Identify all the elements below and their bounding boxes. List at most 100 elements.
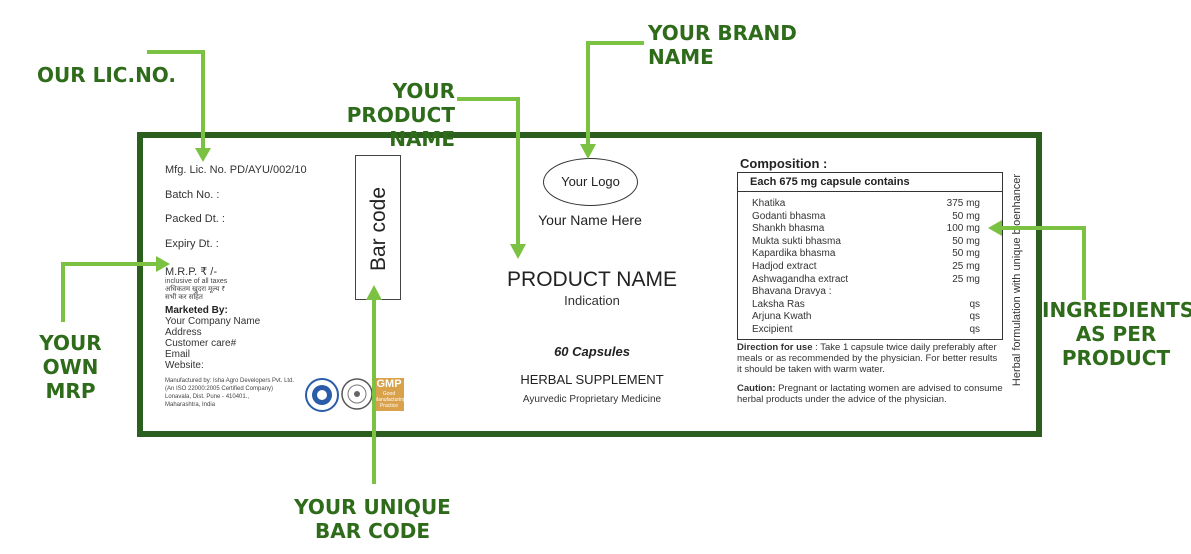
product-callout: YOUR PRODUCT NAME	[292, 79, 455, 151]
product-callout-line1: YOUR PRODUCT	[346, 79, 455, 127]
ingredient-qty: 100 mg	[946, 223, 980, 235]
mrp-note-line2: अधिकतम खुदरा मूल्य ₹	[165, 286, 226, 293]
brand-callout-line2: NAME	[648, 45, 714, 69]
product-arrow-line	[457, 97, 520, 246]
ingredient-row: Laksha Ras qs	[752, 299, 992, 312]
brand-callout-line1: YOUR BRAND	[648, 21, 797, 45]
manufacturer-line3: Lonavala, Dist. Pune - 410401.,	[165, 394, 250, 400]
brand-arrow-line	[586, 41, 644, 146]
ingredient-name: Mukta sukti bhasma	[752, 235, 841, 247]
ingredient-qty: 25 mg	[952, 273, 980, 285]
ingredient-qty: 25 mg	[952, 260, 980, 272]
ingredient-name: Shankh bhasma	[752, 223, 825, 235]
ingredient-row: Kapardika bhasma 50 mg	[752, 248, 992, 261]
ingredients-callout-line1: INGREDIENTS	[1042, 298, 1191, 322]
indication-text: Indication	[564, 293, 620, 308]
mrp-note-line3: सभी कर सहित	[165, 294, 203, 301]
mrp-note-line1: inclusive of all taxes	[165, 278, 228, 285]
gmp-badge-subtitle: Good Manufacturing Practice	[374, 391, 406, 409]
expiry-text: Expiry Dt. :	[165, 238, 219, 250]
ingredient-row: Ashwagandha extract 25 mg	[752, 274, 992, 287]
proprietary-text: Ayurvedic Proprietary Medicine	[522, 394, 662, 405]
mrp-callout-line2: MRP	[45, 379, 96, 403]
ingredient-name: Khatika	[752, 198, 786, 209]
product-name-text: PRODUCT NAME	[507, 268, 677, 291]
company-name: Your Company Name	[165, 316, 261, 327]
ingredient-row: Khatika 375 mg	[752, 198, 992, 211]
ingredients-callout-line3: PRODUCT	[1061, 346, 1171, 370]
ingredient-qty: 50 mg	[952, 235, 980, 247]
gmp-badge-title: GMP	[376, 378, 402, 390]
certification-seal-icon	[341, 378, 373, 410]
composition-table: Each 675 mg capsule contains Khatika 375 …	[737, 172, 1003, 340]
ingredient-qty: qs	[969, 323, 980, 335]
ingredient-name: Godanti bhasma	[752, 210, 826, 222]
ingredient-name: Arjuna Kwath	[752, 311, 812, 323]
ingredients-arrow-head	[988, 220, 1002, 236]
ingredient-row: Godanti bhasma 50 mg	[752, 211, 992, 224]
manufacturer-line4: Maharashtra, India	[165, 402, 216, 408]
barcode-arrow-head	[366, 285, 382, 300]
direction-block: Direction for use : Take 1 capsule twice…	[737, 342, 1007, 375]
supplement-text: HERBAL SUPPLEMENT	[520, 372, 664, 387]
lic-arrow-line	[147, 50, 205, 148]
brand-name-text: Your Name Here	[538, 212, 642, 228]
batch-text: Batch No. :	[165, 189, 220, 201]
company-email: Email	[165, 349, 191, 360]
ingredient-qty: 375 mg	[946, 198, 980, 209]
direction-text-1: : Take 1 capsule twice daily preferably …	[812, 342, 997, 353]
lic-callout: OUR LIC.NO.	[37, 63, 176, 87]
brand-arrow-head	[580, 144, 596, 159]
company-address: Address	[165, 327, 202, 338]
direction-label: Direction for use	[737, 342, 813, 353]
product-arrow-head	[510, 244, 526, 259]
mrp-callout-line1: YOUR OWN	[39, 331, 102, 379]
manufacturer-block: Manufactured by: Isha Agro Developers Pv…	[165, 377, 294, 409]
mrp-arrow-line	[61, 262, 158, 322]
capsules-text: 60 Capsules	[554, 344, 630, 359]
caution-block: Caution: Pregnant or lactating women are…	[737, 383, 1007, 405]
ingredient-name: Kapardika bhasma	[752, 248, 836, 260]
composition-title: Composition :	[740, 156, 828, 171]
ingredients-callout: INGREDIENTS AS PER PRODUCT	[1042, 298, 1191, 370]
ingredients-arrow-line	[1000, 226, 1086, 300]
direction-text-2: meals or as recommended by the physician…	[737, 353, 998, 364]
barcode-callout: YOUR UNIQUE BAR CODE	[290, 495, 455, 543]
caution-text-2: herbal products under the advice of the …	[737, 394, 947, 405]
barcode-callout-line1: YOUR UNIQUE	[294, 495, 451, 519]
caution-text-1: Pregnant or lactating women are advised …	[775, 383, 1003, 394]
product-callout-line2: NAME	[389, 127, 455, 151]
ingredient-name: Excipient	[752, 323, 793, 335]
company-block: Your Company Name Address Customer care#…	[165, 316, 260, 371]
ingredients-callout-line2: AS PER	[1075, 322, 1157, 346]
ingredient-qty: 50 mg	[952, 210, 980, 222]
ingredient-row: Shankh bhasma 100 mg	[752, 223, 992, 236]
mrp-callout: YOUR OWN MRP	[8, 331, 133, 403]
ingredient-qty: 50 mg	[952, 248, 980, 260]
packed-text: Packed Dt. :	[165, 213, 225, 225]
mrp-note: inclusive of all taxes अधिकतम खुदरा मूल्…	[165, 278, 227, 302]
ingredient-qty: qs	[969, 298, 980, 310]
mrp-text: M.R.P. ₹ /-	[165, 266, 218, 278]
ingredient-row: Excipient qs	[752, 324, 992, 337]
composition-header: Each 675 mg capsule contains	[738, 173, 1002, 192]
lic-arrow-head	[195, 148, 211, 162]
ingredient-name: Laksha Ras	[752, 298, 805, 310]
company-customer-care: Customer care#	[165, 338, 237, 349]
ingredient-name: Ashwagandha extract	[752, 273, 849, 285]
ingredient-name: Bhavana Dravya :	[752, 286, 832, 298]
mrp-arrow-head	[156, 256, 170, 272]
manufacturer-line2: (An ISO 22000:2005 Certified Company)	[165, 386, 274, 392]
gmp-badge: GMP Good Manufacturing Practice	[374, 378, 406, 411]
marketed-by-heading: Marketed By:	[165, 305, 228, 316]
ingredient-row: Mukta sukti bhasma 50 mg	[752, 236, 992, 249]
company-website: Website:	[165, 360, 204, 371]
manufacturer-line1: Manufactured by: Isha Agro Developers Pv…	[165, 378, 295, 384]
brand-callout: YOUR BRAND NAME	[648, 21, 797, 69]
iso-seal-icon	[305, 378, 339, 412]
logo-text: Your Logo	[561, 174, 620, 189]
